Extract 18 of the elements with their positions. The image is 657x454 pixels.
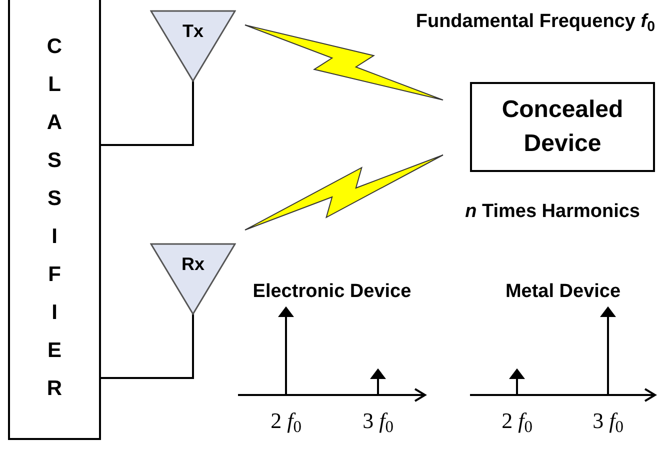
connector-line	[101, 313, 194, 379]
lightning-bolt	[244, 154, 444, 230]
frequency-tick-label: 3 f$_{0}$	[592, 407, 624, 437]
classifier-box	[8, 0, 101, 440]
caption-text: Fundamental Frequency f$_{0}$	[414, 10, 655, 36]
antenna-label: Tx	[181, 20, 204, 43]
antenna-label: Rx	[180, 253, 206, 276]
device-box	[470, 82, 655, 172]
frequency-tick-label: 2 f$_{0}$	[500, 407, 534, 437]
caption-text: n Times Harmonics	[464, 200, 640, 224]
caption-text: Metal Device	[504, 280, 622, 304]
device-label: Concealed Device	[500, 95, 624, 159]
classifier-label: CLASSIFIER	[46, 34, 62, 402]
frequency-tick-label: 2 f$_{0}$	[270, 407, 302, 437]
caption-text: Electronic Device	[252, 280, 412, 304]
frequency-tick-label: 3 f$_{0}$	[362, 407, 394, 437]
connector-line	[101, 80, 194, 146]
lightning-bolt	[244, 24, 444, 100]
